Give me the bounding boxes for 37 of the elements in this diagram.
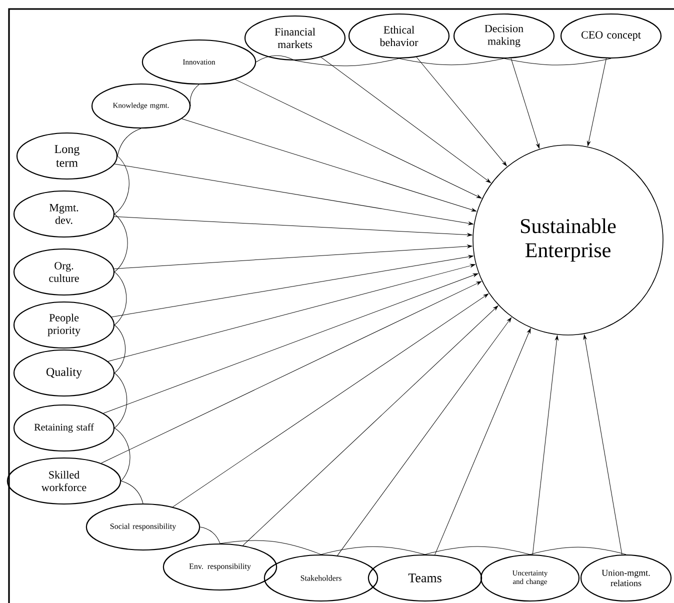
correlation-arc — [114, 272, 127, 326]
correlation-arc — [200, 526, 220, 544]
arrow — [114, 244, 472, 270]
arrow — [234, 79, 482, 198]
correlation-arc — [530, 546, 626, 555]
correlation-arc — [114, 156, 130, 214]
correlation-arc — [504, 58, 612, 66]
arrow — [532, 335, 558, 555]
arrow — [182, 118, 476, 212]
correlation-arc — [114, 372, 128, 428]
arrow — [114, 164, 474, 226]
correlation-arc — [117, 128, 142, 156]
correlation-arc — [120, 480, 144, 504]
correlation-arc — [114, 324, 126, 374]
correlation-arc — [398, 58, 504, 66]
arrow — [242, 306, 498, 546]
arrow — [434, 328, 531, 556]
correlation-arc — [114, 214, 128, 272]
correlation-arc — [320, 546, 426, 555]
arrow — [416, 56, 507, 166]
arrow — [108, 264, 476, 362]
arrow — [583, 334, 622, 555]
arrow — [587, 58, 607, 146]
arrow — [111, 255, 474, 318]
correlation-arc — [294, 58, 400, 66]
arrow — [320, 57, 491, 184]
arrow — [510, 58, 540, 148]
correlation-arc — [220, 540, 322, 555]
arrow — [172, 294, 489, 508]
arrow — [114, 216, 472, 237]
correlation-arc — [190, 84, 200, 106]
correlation-arc — [424, 546, 530, 555]
arrow — [103, 273, 478, 414]
arrow — [101, 281, 482, 464]
correlation-arc — [114, 428, 130, 482]
correlation-arc — [256, 55, 296, 62]
arrow — [337, 317, 512, 556]
